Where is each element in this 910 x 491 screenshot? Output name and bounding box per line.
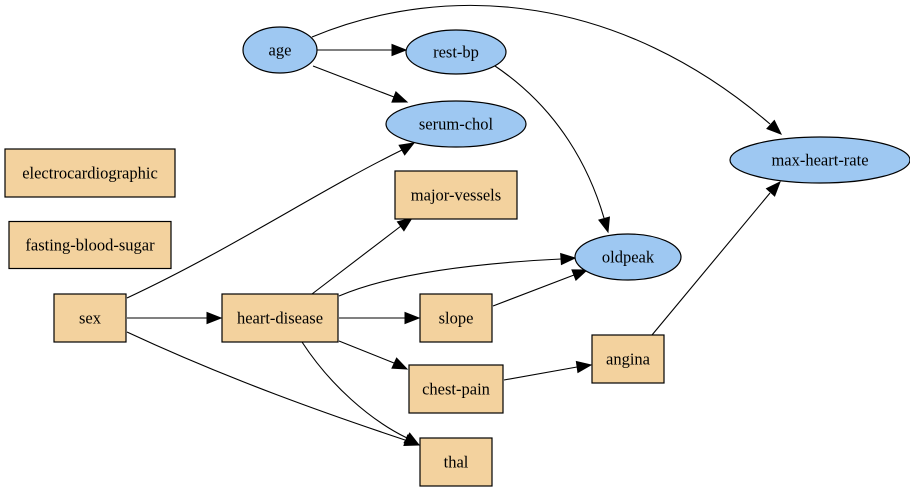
node-oldpeak[interactable]: oldpeak <box>574 233 682 281</box>
box-node-shape <box>419 293 493 343</box>
edge-age-to-serum-chol <box>312 65 409 103</box>
ellipse-node-shape <box>729 136 910 184</box>
ellipse-node-shape <box>385 100 527 148</box>
edge-line <box>126 331 406 441</box>
ellipse-node-shape <box>574 233 682 281</box>
edge-line <box>312 65 395 98</box>
node-chest-pain[interactable]: chest-pain <box>408 364 504 414</box>
ellipse-node-shape <box>242 26 318 74</box>
edge-angina-to-max-heart-rate <box>651 180 781 336</box>
edges-layer <box>126 4 783 446</box>
edge-line <box>311 4 771 125</box>
node-label: chest-pain <box>422 380 490 399</box>
node-label: major-vessels <box>411 186 501 205</box>
node-sex[interactable]: sex <box>53 293 127 343</box>
node-label: rest-bp <box>433 43 479 62</box>
arrow-head-icon <box>766 119 783 135</box>
node-age[interactable]: age <box>242 26 318 74</box>
node-max-heart-rate[interactable]: max-heart-rate <box>729 136 910 184</box>
arrow-head-icon <box>403 432 421 446</box>
edge-heart-disease-to-major-vessels <box>311 217 414 295</box>
node-label: thal <box>444 453 469 472</box>
box-node-shape <box>408 364 504 414</box>
edge-sex-to-thal <box>126 331 421 446</box>
node-label: electrocardiographic <box>22 164 158 183</box>
arrow-head-icon <box>391 90 409 103</box>
node-label: sex <box>79 309 102 328</box>
node-electrocardiographic[interactable]: electrocardiographic <box>4 148 176 198</box>
node-thal[interactable]: thal <box>419 437 493 487</box>
arrow-head-icon <box>765 180 781 197</box>
edge-heart-disease-to-slope <box>339 311 421 325</box>
arrow-head-icon <box>396 217 414 232</box>
node-fasting-blood-sugar[interactable]: fasting-blood-sugar <box>8 220 172 270</box>
arrow-head-icon <box>560 252 577 266</box>
node-label: angina <box>606 350 651 369</box>
box-node-shape <box>394 170 518 220</box>
edge-heart-disease-to-chest-pain <box>338 340 409 370</box>
edge-line <box>311 225 402 295</box>
node-label: heart-disease <box>237 309 323 328</box>
edge-line <box>338 340 395 364</box>
edge-line <box>492 274 575 307</box>
edge-line <box>338 258 562 297</box>
node-rest-bp[interactable]: rest-bp <box>405 29 507 75</box>
edge-line <box>494 65 605 219</box>
edge-heart-disease-to-thal <box>301 341 421 446</box>
edge-sex-to-serum-chol <box>126 142 416 299</box>
box-node-shape <box>53 293 127 343</box>
box-node-shape <box>8 220 172 270</box>
node-serum-chol[interactable]: serum-chol <box>385 100 527 148</box>
nodes-layer: age rest-bp serum-chol max-heart-rate oldpea… <box>4 26 910 487</box>
arrow-head-icon <box>206 311 223 325</box>
node-label: slope <box>439 309 474 328</box>
node-label: age <box>269 41 292 60</box>
arrow-head-icon <box>391 43 408 57</box>
arrow-head-icon <box>404 311 421 325</box>
box-node-shape <box>221 293 339 343</box>
arrow-head-icon <box>391 357 409 370</box>
node-heart-disease[interactable]: heart-disease <box>221 293 339 343</box>
node-slope[interactable]: slope <box>419 293 493 343</box>
box-node-shape <box>419 437 493 487</box>
node-label: serum-chol <box>419 115 494 134</box>
node-angina[interactable]: angina <box>591 334 665 384</box>
edge-chest-pain-to-angina <box>503 360 593 381</box>
box-node-shape <box>4 148 176 198</box>
ellipse-node-shape <box>405 29 507 75</box>
node-major-vessels[interactable]: major-vessels <box>394 170 518 220</box>
edge-sex-to-heart-disease <box>127 311 223 325</box>
edge-age-to-max-heart-rate <box>311 4 783 135</box>
edge-heart-disease-to-oldpeak <box>338 252 577 297</box>
edge-age-to-rest-bp <box>317 43 408 57</box>
edge-slope-to-oldpeak <box>492 269 589 307</box>
arrow-head-icon <box>575 360 593 374</box>
arrow-head-icon <box>571 269 589 282</box>
edge-rest-bp-to-oldpeak <box>494 65 611 234</box>
edge-line <box>301 341 408 439</box>
arrow-head-icon <box>398 142 416 156</box>
edge-line <box>126 149 403 299</box>
node-label: max-heart-rate <box>771 151 868 170</box>
node-label: oldpeak <box>602 248 655 267</box>
node-label: fasting-blood-sugar <box>25 236 155 255</box>
box-node-shape <box>591 334 665 384</box>
edge-line <box>503 366 578 381</box>
arrow-head-icon <box>598 216 611 234</box>
edge-line <box>651 192 771 336</box>
